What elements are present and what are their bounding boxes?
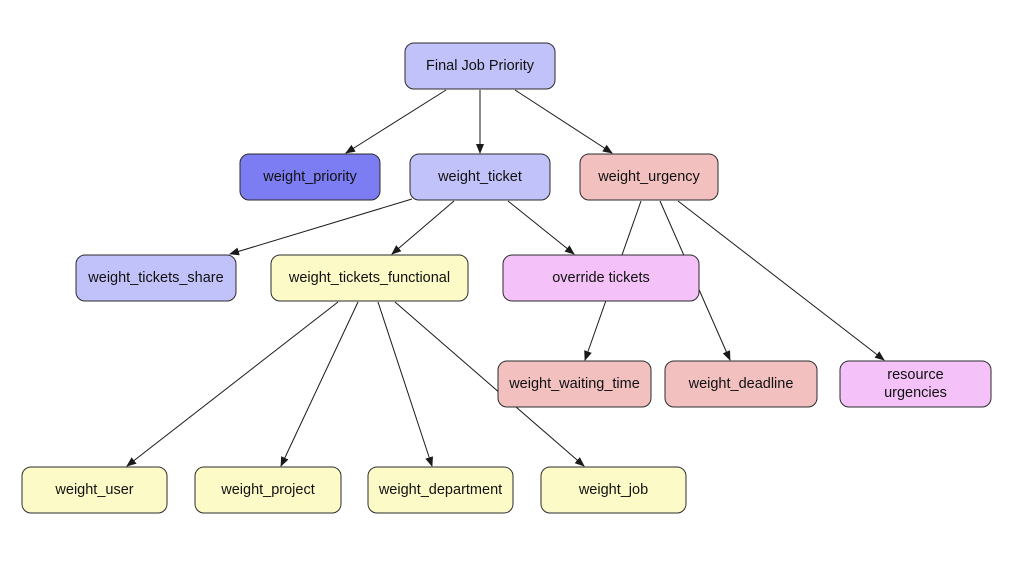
node-box-wproject — [194, 466, 342, 514]
node-wuser: weight_user — [21, 466, 168, 514]
nodes-layer: Final Job Priority weight_priority weight_… — [21, 42, 992, 514]
node-wpriority: weight_priority — [239, 153, 381, 201]
node-label-wurgency: weight_urgency — [597, 169, 700, 185]
edge-wticket-to-wshare — [229, 198, 413, 256]
node-label-final: Final Job Priority — [426, 58, 535, 74]
node-box-wjob — [540, 466, 687, 514]
node-box-wurgency — [579, 153, 719, 201]
node-box-resurg — [839, 360, 992, 408]
node-box-final — [404, 42, 556, 90]
node-wshare: weight_tickets_share — [75, 254, 237, 302]
node-wticket: weight_ticket — [409, 153, 551, 201]
edge-wticket-to-wfunc — [391, 200, 455, 255]
node-wwait: weight_waiting_time — [497, 360, 652, 408]
node-label-wuser: weight_user — [54, 482, 133, 498]
edge-wurgency-to-resurg — [677, 200, 885, 361]
node-label-wwait: weight_waiting_time — [508, 376, 640, 392]
node-wfunc: weight_tickets_functional — [270, 254, 469, 302]
node-label-wjob: weight_job — [578, 482, 648, 498]
node-wurgency: weight_urgency — [579, 153, 719, 201]
edge-wfunc-to-wproject — [280, 301, 359, 467]
node-box-wwait — [497, 360, 652, 408]
node-label-wproject: weight_project — [220, 482, 315, 498]
edge-final-to-wurgency — [514, 89, 613, 154]
edges-layer — [126, 89, 885, 467]
node-box-wdept — [367, 466, 514, 514]
node-label-wdeadline: weight_deadline — [688, 376, 794, 392]
node-box-wuser — [21, 466, 168, 514]
edge-wfunc-to-wdept — [377, 301, 433, 467]
node-label-override: override tickets — [552, 270, 650, 286]
node-label-wfunc: weight_tickets_functional — [288, 270, 450, 286]
node-label-resurg-0: resource — [887, 367, 943, 383]
node-final: Final Job Priority — [404, 42, 556, 90]
node-wjob: weight_job — [540, 466, 687, 514]
node-box-wdeadline — [664, 360, 818, 408]
node-override: override tickets — [502, 254, 700, 302]
node-wdept: weight_department — [367, 466, 514, 514]
node-box-wpriority — [239, 153, 381, 201]
node-label-wpriority: weight_priority — [262, 169, 357, 185]
node-resurg: resource urgencies — [839, 360, 992, 408]
edge-final-to-wpriority — [345, 89, 447, 154]
node-label-wticket: weight_ticket — [437, 169, 522, 185]
node-label-wdept: weight_department — [378, 482, 502, 498]
node-label-resurg-1: urgencies — [884, 385, 947, 401]
edge-wticket-to-override — [507, 200, 575, 255]
node-wproject: weight_project — [194, 466, 342, 514]
edge-wfunc-to-wjob — [394, 301, 585, 467]
edge-wfunc-to-wuser — [126, 301, 339, 467]
node-box-override — [502, 254, 700, 302]
node-label-wshare: weight_tickets_share — [87, 270, 223, 286]
node-box-wfunc — [270, 254, 469, 302]
node-box-wticket — [409, 153, 551, 201]
node-box-wshare — [75, 254, 237, 302]
node-wdeadline: weight_deadline — [664, 360, 818, 408]
